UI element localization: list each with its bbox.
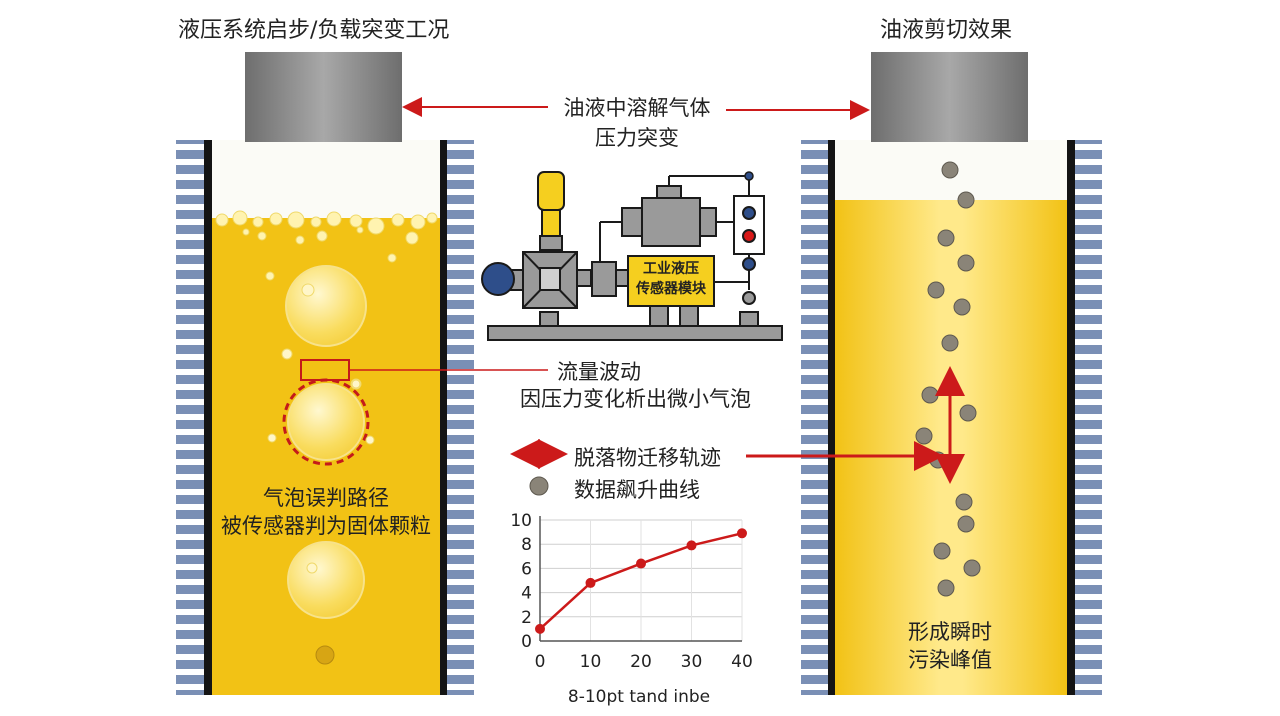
right-title: 油液剪切效果 xyxy=(880,18,1013,43)
misjudge-label-line2: 被传感器判为固体颗粒 xyxy=(221,514,431,538)
y-tick-label: 2 xyxy=(521,608,532,628)
chart-grid xyxy=(540,519,743,641)
y-tick-label: 6 xyxy=(521,559,532,579)
bubble-2 xyxy=(287,383,365,461)
red-indicator xyxy=(742,229,756,243)
left-inner-stripes xyxy=(446,140,474,695)
module-label-line1: 工业液压 xyxy=(643,261,699,277)
gauge-column xyxy=(733,195,765,255)
x-tick-label: 10 xyxy=(580,652,602,672)
y-tick-label: 10 xyxy=(510,511,532,531)
sensor-module xyxy=(627,255,715,307)
motor xyxy=(641,197,701,247)
right-wall-outer xyxy=(1067,140,1075,695)
x-tick-label: 20 xyxy=(630,652,652,672)
legend-curve-label: 数据飙升曲线 xyxy=(574,478,700,502)
bubble-1 xyxy=(285,265,367,347)
flow-label-line2: 因压力变化析出微小气泡 xyxy=(520,387,751,411)
x-tick-label: 40 xyxy=(731,652,753,672)
module-label-line2: 传感器模块 xyxy=(636,281,706,297)
right-wall-inner xyxy=(828,140,835,695)
x-tick-label: 30 xyxy=(681,652,703,672)
gas-label-line1: 油液中溶解气体 xyxy=(563,96,711,120)
legend-migration-label: 脱落物迁移轨迹 xyxy=(574,446,721,470)
x-tick-label: 0 xyxy=(535,652,546,672)
peak-label-line2: 污染峰值 xyxy=(908,648,992,672)
particles xyxy=(915,161,981,597)
flow-leader-dot xyxy=(351,379,361,389)
data-point xyxy=(535,623,545,634)
chart-points xyxy=(535,528,747,634)
y-tick-label: 8 xyxy=(521,535,532,555)
legend-particle-icon xyxy=(529,476,549,496)
spike-chart: 0 2 4 6 8 10 0 10 20 30 40 8-10pt tand inbe xyxy=(510,511,752,707)
chart-axes xyxy=(539,516,742,642)
x-axis-label: 8-10pt tand inbe xyxy=(568,687,710,707)
y-tick-label: 0 xyxy=(521,632,532,652)
misjudge-label-line1: 气泡误判路径 xyxy=(263,486,389,510)
peak-label-line1: 形成瞬时 xyxy=(908,620,992,644)
machine-base xyxy=(487,325,783,341)
flow-label-line1: 流量波动 xyxy=(557,360,641,384)
hydraulic-machine xyxy=(481,171,783,341)
right-inner-stripes xyxy=(801,140,829,695)
data-point xyxy=(737,528,747,539)
solid-particle xyxy=(315,645,335,665)
left-title: 液压系统启步/负载突变工况 xyxy=(178,18,450,43)
right-piston xyxy=(871,52,1028,142)
actuator-yellow xyxy=(537,171,565,211)
data-point xyxy=(686,540,697,551)
sensor-module-label: 工业液压 传感器模块 xyxy=(628,259,714,299)
right-cylinder xyxy=(801,52,1102,695)
chart-ticks: 0 2 4 6 8 10 0 10 20 30 40 xyxy=(510,511,752,672)
left-wall-inner xyxy=(440,140,447,695)
gas-label-line2: 压力突变 xyxy=(595,126,679,150)
data-point xyxy=(636,558,646,569)
left-wall-outer xyxy=(204,140,212,695)
y-tick-label: 4 xyxy=(521,584,532,604)
gauge-top-knob xyxy=(744,171,754,181)
left-outer-stripes xyxy=(176,140,206,695)
left-piston xyxy=(245,52,402,142)
right-outer-stripes xyxy=(1072,140,1102,695)
blue-pump xyxy=(481,262,515,296)
left-cylinder xyxy=(176,52,474,695)
foam-bubbles xyxy=(215,210,438,281)
bubble-3 xyxy=(287,541,365,619)
data-point xyxy=(585,577,596,588)
